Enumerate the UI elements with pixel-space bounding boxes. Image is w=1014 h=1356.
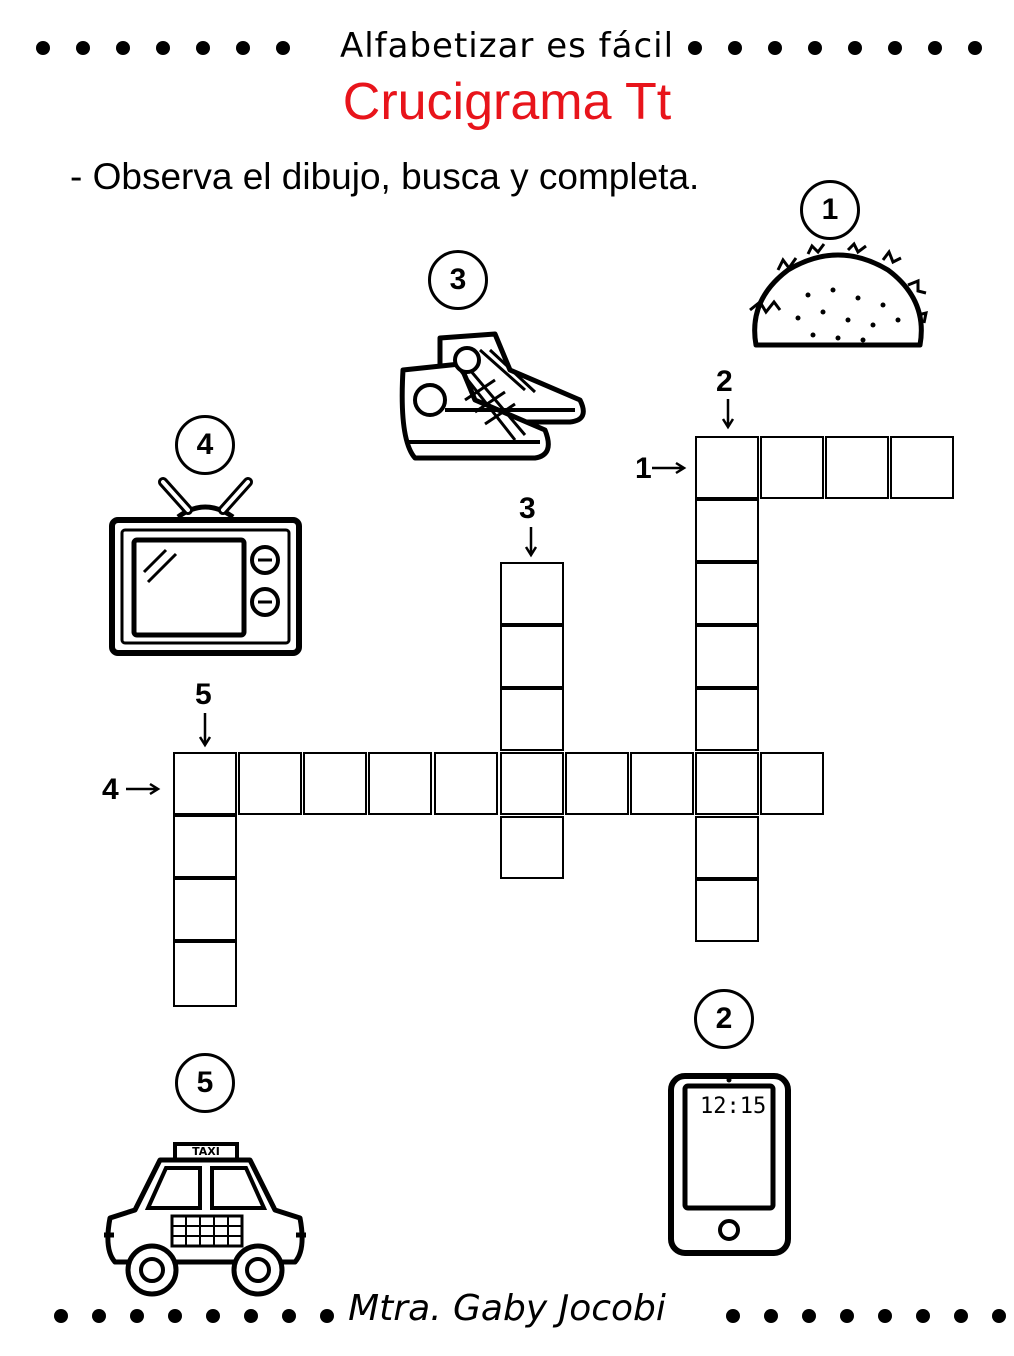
crossword-cell[interactable]	[303, 752, 367, 815]
crossword-cell[interactable]	[500, 816, 564, 879]
crossword-cell[interactable]	[500, 752, 564, 815]
crossword-cell[interactable]	[238, 752, 302, 815]
crossword-cell[interactable]	[173, 878, 237, 941]
crossword-cell[interactable]	[173, 941, 237, 1007]
television-icon	[109, 477, 302, 656]
crossword-cell[interactable]	[500, 688, 564, 751]
sneakers-icon	[399, 331, 586, 461]
picture-2-badge: 2	[694, 989, 754, 1049]
bottom-left-dots	[54, 1309, 334, 1323]
page-title: Crucigrama Tt	[342, 73, 672, 131]
crossword-cell[interactable]	[630, 752, 694, 815]
clue-5-label: 5	[195, 678, 212, 711]
clue-1-label: 1	[635, 452, 652, 485]
clue-4-label: 4	[102, 773, 119, 806]
clue-2-label: 2	[716, 365, 733, 398]
crossword-cell[interactable]	[434, 752, 498, 815]
picture-1-badge: 1	[800, 180, 860, 240]
clue-2-arrow-icon	[721, 399, 735, 430]
instruction-text: - Observa el dibujo, busca y completa.	[70, 156, 700, 197]
crossword-cell[interactable]	[695, 499, 759, 562]
crossword-cell[interactable]	[760, 752, 824, 815]
crossword-cell[interactable]	[695, 879, 759, 942]
clue-1-arrow-icon	[652, 461, 687, 475]
crossword-cell[interactable]	[890, 436, 954, 499]
crossword-cell[interactable]	[173, 752, 237, 815]
crossword-cell[interactable]	[565, 752, 629, 815]
crossword-cell[interactable]	[695, 562, 759, 625]
top-left-dots	[36, 41, 290, 55]
clue-3-arrow-icon	[524, 527, 538, 558]
top-right-dots	[688, 41, 982, 55]
clue-5-arrow-icon	[198, 713, 212, 748]
crossword-cell[interactable]	[500, 625, 564, 688]
picture-4-badge: 4	[175, 415, 235, 475]
phone-screen-time: 12:15	[700, 1094, 767, 1119]
taxi-icon	[104, 1142, 306, 1297]
crossword-cell[interactable]	[500, 562, 564, 625]
crossword-cell[interactable]	[695, 752, 759, 815]
crossword-cell[interactable]	[695, 625, 759, 688]
crossword-cell[interactable]	[695, 816, 759, 879]
crossword-cell[interactable]	[760, 436, 824, 499]
crossword-cell[interactable]	[695, 688, 759, 751]
taxi-sign: TAXI	[192, 1145, 220, 1158]
clue-4-arrow-icon	[126, 782, 161, 796]
crossword-cell[interactable]	[368, 752, 432, 815]
phone-icon	[668, 1073, 791, 1256]
brand-header: Alfabetizar es fácil	[339, 26, 675, 66]
taco-icon	[749, 241, 928, 348]
crossword-cell[interactable]	[825, 436, 889, 499]
author-footer: Mtra. Gaby Jocobi	[348, 1288, 666, 1329]
crossword-cell[interactable]	[173, 815, 237, 878]
bottom-right-dots	[726, 1309, 1006, 1323]
picture-3-badge: 3	[428, 250, 488, 310]
crossword-cell[interactable]	[695, 436, 759, 499]
clue-3-label: 3	[519, 492, 536, 525]
picture-5-badge: 5	[175, 1053, 235, 1113]
